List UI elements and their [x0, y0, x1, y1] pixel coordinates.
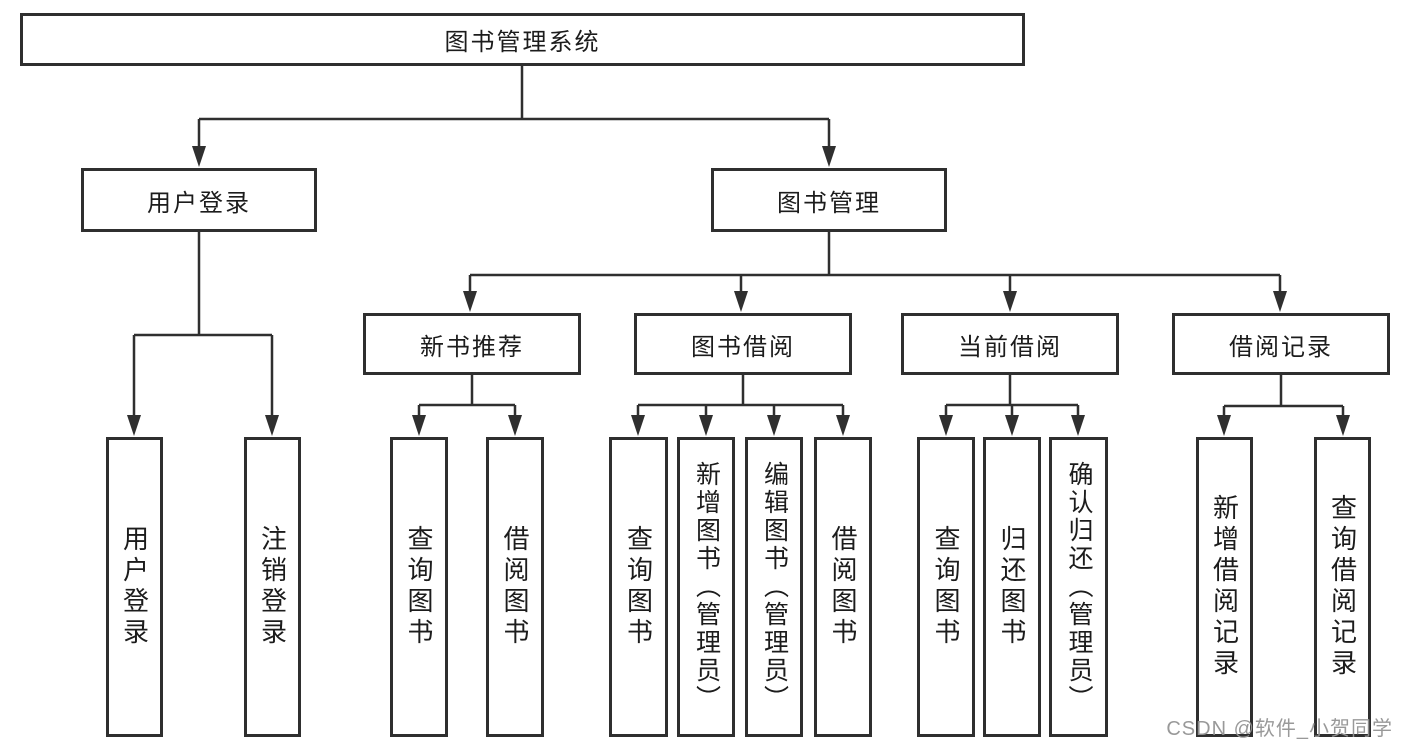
connector: [417, 375, 517, 420]
node-label: 新增借阅记录: [1209, 494, 1240, 680]
node-book-management: 图书管理: [711, 168, 947, 232]
leaf-query-borrow-record: 查询借阅记录: [1314, 437, 1371, 737]
node-label: 查询借阅记录: [1327, 494, 1358, 680]
arrow-down-icon: [1071, 415, 1085, 436]
leaf-return-books: 归还图书: [983, 437, 1041, 737]
node-label: 查询图书: [404, 525, 434, 649]
node-label: 图书管理系统: [444, 29, 601, 56]
arrow-down-icon: [265, 415, 279, 436]
leaf-add-books-admin: 新增图书（管理员）: [677, 437, 735, 737]
connector: [197, 66, 831, 152]
node-label: 当前借阅: [958, 333, 1062, 361]
node-user-login: 用户登录: [81, 168, 317, 232]
arrow-down-icon: [1003, 291, 1017, 312]
leaf-query-books-borrowing: 查询图书: [609, 437, 668, 737]
node-new-book-recommend: 新书推荐: [363, 313, 581, 375]
node-label: 用户登录: [119, 525, 150, 649]
arrow-down-icon: [699, 415, 713, 436]
connector: [636, 375, 845, 420]
arrow-down-icon: [192, 146, 206, 167]
node-label: 借阅记录: [1229, 333, 1333, 361]
connector: [944, 375, 1080, 420]
leaf-borrow-books-borrowing: 借阅图书: [814, 437, 872, 737]
node-label: 查询图书: [931, 525, 961, 649]
node-label: 归还图书: [997, 525, 1027, 649]
arrow-down-icon: [836, 415, 850, 436]
node-label: 用户登录: [147, 189, 251, 217]
arrow-down-icon: [1273, 291, 1287, 312]
leaf-add-borrow-record: 新增借阅记录: [1196, 437, 1253, 737]
node-label: 新书推荐: [420, 333, 524, 361]
arrow-down-icon: [1217, 415, 1231, 436]
arrow-down-icon: [734, 291, 748, 312]
node-label: 确认归还（管理员）: [1065, 461, 1093, 713]
node-label: 借阅图书: [500, 525, 530, 649]
arrow-down-icon: [939, 415, 953, 436]
arrow-down-icon: [1005, 415, 1019, 436]
arrowheads: [127, 146, 1350, 436]
node-label: 图书借阅: [691, 333, 795, 361]
leaf-user-login: 用户登录: [106, 437, 163, 737]
node-label: 查询图书: [623, 525, 654, 649]
arrow-down-icon: [508, 415, 522, 436]
csdn-watermark: CSDN @软件_小贺同学: [1166, 718, 1393, 740]
leaf-query-books-current: 查询图书: [917, 437, 975, 737]
arrow-down-icon: [822, 146, 836, 167]
node-label: 借阅图书: [828, 525, 858, 649]
connector: [132, 232, 274, 420]
arrow-down-icon: [1336, 415, 1350, 436]
node-book-borrowing: 图书借阅: [634, 313, 852, 375]
connector: [1222, 375, 1345, 420]
node-library-management-system: 图书管理系统: [20, 13, 1025, 66]
leaf-logout: 注销登录: [244, 437, 301, 737]
node-label: 注销登录: [257, 525, 288, 649]
arrow-down-icon: [412, 415, 426, 436]
leaf-edit-books-admin: 编辑图书（管理员）: [745, 437, 803, 737]
connector: [468, 232, 1282, 296]
node-borrowing-records: 借阅记录: [1172, 313, 1390, 375]
arrow-down-icon: [631, 415, 645, 436]
arrow-down-icon: [127, 415, 141, 436]
node-label: 新增图书（管理员）: [692, 461, 721, 713]
leaf-confirm-return-admin: 确认归还（管理员）: [1049, 437, 1108, 737]
leaf-borrow-books-recommend: 借阅图书: [486, 437, 544, 737]
arrow-down-icon: [767, 415, 781, 436]
node-label: 图书管理: [777, 189, 881, 217]
node-current-borrowing: 当前借阅: [901, 313, 1119, 375]
arrow-down-icon: [463, 291, 477, 312]
node-label: 编辑图书（管理员）: [760, 461, 789, 713]
leaf-query-books-recommend: 查询图书: [390, 437, 448, 737]
